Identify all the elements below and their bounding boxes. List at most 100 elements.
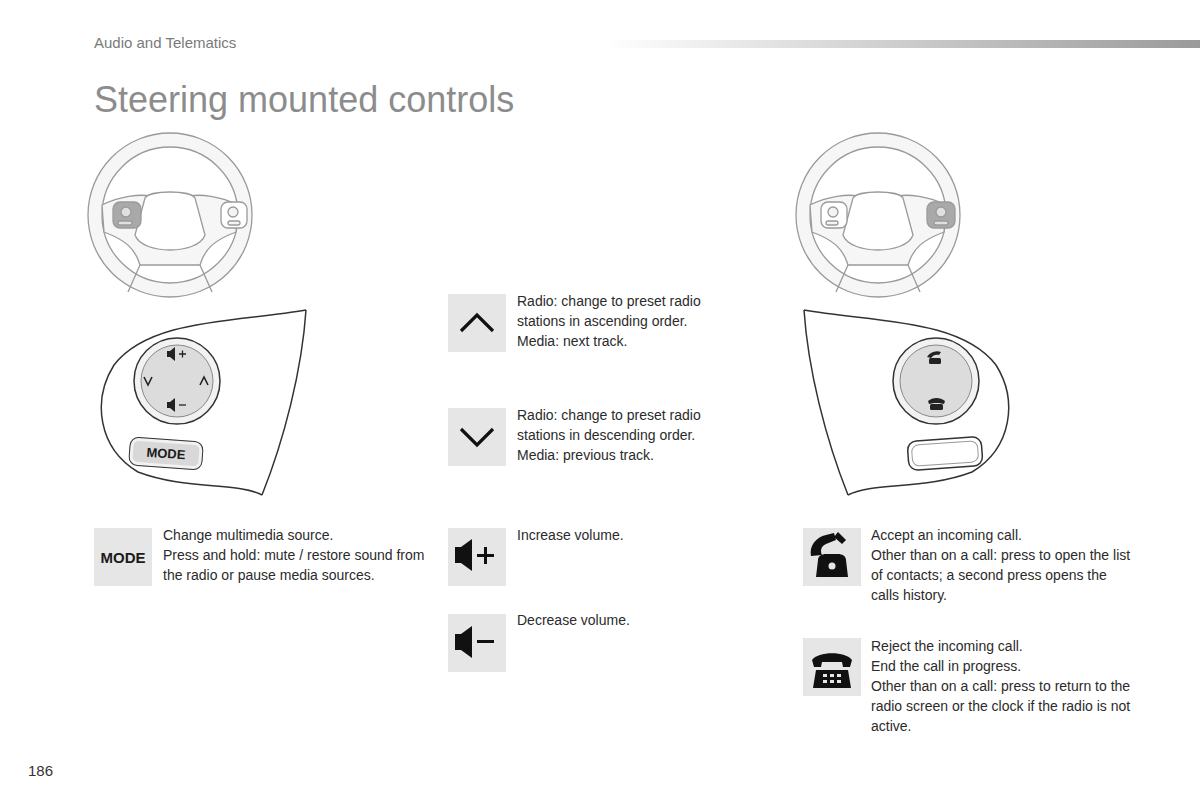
steering-wheel bbox=[826, 221, 838, 225]
control-dial bbox=[893, 338, 979, 424]
body-text: Media: next track. bbox=[517, 331, 735, 351]
phone-icon bbox=[837, 680, 841, 683]
steering-wheel bbox=[118, 221, 132, 225]
chevron-icon bbox=[461, 315, 493, 331]
phone-icon bbox=[823, 674, 827, 677]
phone-icon bbox=[812, 653, 852, 667]
body-text: Radio: change to preset radio stations i… bbox=[517, 291, 735, 331]
control-dial bbox=[167, 351, 170, 357]
body-text: Media: previous track. bbox=[517, 445, 735, 465]
control-dial bbox=[893, 338, 979, 424]
volume-icon bbox=[477, 640, 494, 643]
control-dial bbox=[134, 338, 220, 424]
control-dial bbox=[144, 347, 208, 412]
icon-tile bbox=[803, 528, 861, 586]
control-dial bbox=[141, 345, 213, 417]
volume-icon bbox=[455, 547, 461, 563]
steering-wheel bbox=[821, 202, 847, 228]
body-text: End the call in progress. bbox=[871, 656, 1133, 676]
phone-icon bbox=[830, 680, 834, 683]
steering-wheel bbox=[927, 202, 955, 228]
body-text: Press and hold: mute / restore sound fro… bbox=[163, 545, 425, 585]
volume-icon bbox=[455, 539, 494, 658]
steering-wheel bbox=[228, 221, 240, 225]
volume-icon bbox=[484, 547, 487, 564]
mode-button: MODE bbox=[128, 436, 204, 470]
volume-icon bbox=[455, 634, 461, 650]
icon-tile bbox=[448, 614, 506, 672]
control-dial bbox=[179, 404, 186, 405]
steering-wheel bbox=[102, 147, 238, 283]
steering-wheel bbox=[135, 192, 205, 250]
control-panel bbox=[804, 310, 1009, 495]
phone-icon bbox=[811, 533, 836, 556]
control-panel bbox=[101, 310, 306, 495]
steering-wheel bbox=[828, 207, 838, 217]
volume-icon bbox=[461, 539, 472, 571]
page-title: Steering mounted controls bbox=[94, 78, 514, 122]
body-text: Change multimedia source. bbox=[163, 525, 425, 545]
steering-wheel bbox=[796, 133, 960, 297]
blank-button bbox=[907, 436, 983, 470]
icon-tile bbox=[448, 408, 506, 466]
phone-icon bbox=[823, 674, 841, 683]
phone-icon bbox=[813, 670, 851, 688]
body-text: Radio: change to preset radio stations i… bbox=[517, 405, 735, 445]
control-dial bbox=[929, 358, 941, 364]
page-number: 186 bbox=[28, 761, 53, 781]
body-text: Decrease volume. bbox=[517, 610, 735, 630]
phone-icon bbox=[811, 532, 852, 688]
phone-icon bbox=[830, 674, 834, 677]
blank-button-inner bbox=[911, 441, 978, 467]
chevron-icon bbox=[461, 429, 493, 445]
control-dial bbox=[930, 404, 943, 410]
steering-wheel bbox=[128, 265, 212, 292]
steering-wheel bbox=[934, 221, 948, 225]
steering-wheel bbox=[88, 133, 252, 297]
steering-wheel bbox=[836, 265, 920, 292]
control-panel bbox=[804, 310, 848, 495]
phone-icon bbox=[834, 532, 846, 544]
body-text: Increase volume. bbox=[517, 525, 735, 545]
steering-wheel bbox=[121, 207, 131, 217]
control-dial bbox=[927, 351, 945, 410]
phone-icon bbox=[816, 554, 848, 577]
icon-tile bbox=[803, 638, 861, 696]
control-dial bbox=[900, 345, 972, 417]
mode-icon-tile: MODE bbox=[94, 528, 152, 586]
control-panel bbox=[804, 310, 1009, 495]
control-dial bbox=[144, 377, 152, 385]
control-dial bbox=[200, 377, 208, 385]
control-dial bbox=[927, 351, 941, 358]
control-dial bbox=[170, 398, 175, 412]
control-dial bbox=[170, 347, 175, 361]
steering-wheel bbox=[113, 202, 141, 228]
control-panel bbox=[101, 310, 306, 495]
control-dial bbox=[928, 398, 945, 404]
steering-wheel bbox=[843, 192, 913, 250]
control-dial bbox=[167, 402, 170, 408]
body-text: Other than on a call: press to open the … bbox=[871, 545, 1133, 605]
icon-tile bbox=[448, 294, 506, 352]
phone-icon bbox=[829, 563, 836, 570]
volume-icon bbox=[461, 626, 472, 658]
steering-wheel bbox=[221, 202, 247, 228]
steering-wheel bbox=[88, 133, 252, 297]
chevron-icon bbox=[461, 315, 493, 445]
steering-wheel bbox=[936, 207, 946, 217]
control-panel bbox=[262, 310, 306, 495]
icon-tile bbox=[448, 294, 861, 696]
icon-tile bbox=[448, 528, 506, 586]
button-label: MODE bbox=[146, 445, 186, 463]
control-dial bbox=[134, 338, 220, 424]
control-dial bbox=[179, 351, 186, 358]
steering-wheel bbox=[810, 147, 946, 283]
body-text: Reject the incoming call. bbox=[871, 636, 1133, 656]
button-label: MODE bbox=[101, 549, 146, 566]
phone-icon bbox=[823, 680, 827, 683]
body-text: Other than on a call: press to return to… bbox=[871, 676, 1133, 736]
body-text: Accept an incoming call. bbox=[871, 525, 1133, 545]
section-header: Audio and Telematics bbox=[94, 33, 236, 53]
header-bar bbox=[605, 40, 1200, 48]
phone-icon bbox=[837, 674, 841, 677]
